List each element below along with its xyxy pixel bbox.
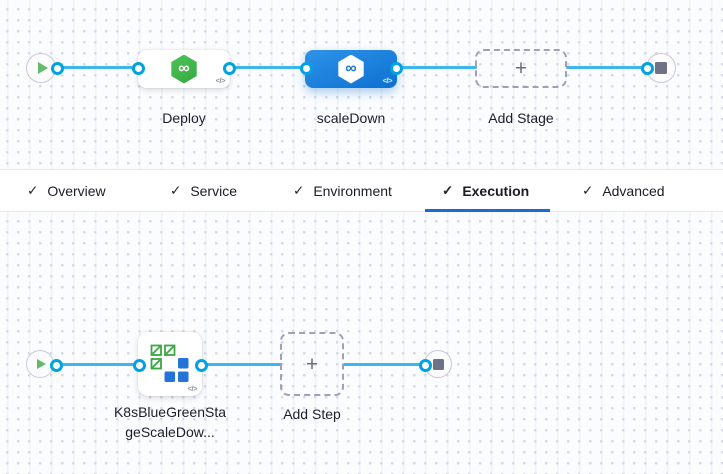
edge-connector: [55, 66, 139, 69]
connector-port: [300, 62, 313, 75]
check-icon: ✓: [293, 182, 305, 198]
connector-port: [51, 62, 64, 75]
add-stage-button[interactable]: +: [475, 49, 567, 88]
edge-connector: [54, 363, 140, 366]
check-icon: ✓: [27, 182, 39, 198]
harness-deploy-hexagon-icon: ∞: [171, 54, 197, 84]
stage-label-deploy: Deploy: [162, 110, 206, 126]
connector-port: [50, 359, 63, 372]
stage-node-deploy[interactable]: ∞ </>: [138, 50, 230, 88]
execution-start-node: [26, 350, 54, 378]
plus-icon: +: [514, 57, 528, 80]
edge-connector: [343, 363, 427, 366]
tab-overview[interactable]: ✓ Overview: [27, 182, 106, 199]
check-icon: ✓: [170, 182, 182, 198]
code-template-icon: </>: [187, 384, 198, 393]
step-node-k8s-scaledown[interactable]: </>: [138, 332, 202, 396]
execution-step-canvas[interactable]: </> + K8sBlueGreenStageScaleDow... Add S…: [0, 212, 723, 474]
plus-icon: +: [305, 352, 319, 376]
edge-connector: [566, 66, 648, 69]
stop-icon: [432, 358, 444, 370]
code-template-icon: </>: [215, 76, 226, 85]
code-template-icon: </>: [382, 76, 393, 85]
k8s-blue-green-scale-down-icon: [150, 344, 189, 382]
edge-connector: [202, 363, 282, 366]
check-icon: ✓: [582, 182, 594, 198]
play-icon: [37, 62, 48, 74]
stage-pipeline-canvas[interactable]: ∞ </> ∞ </> + Deploy scaleDown Add Stage: [0, 0, 723, 169]
connector-port: [195, 359, 208, 372]
active-tab-underline: [425, 209, 550, 212]
edge-connector: [396, 66, 477, 69]
connector-port: [419, 359, 432, 372]
connector-port: [133, 359, 146, 372]
add-stage-label: Add Stage: [488, 110, 554, 126]
connector-port: [132, 62, 145, 75]
step-label-k8s-scaledown: K8sBlueGreenStageScaleDow...: [113, 404, 227, 440]
play-icon: [37, 359, 46, 369]
stop-icon: [655, 62, 667, 74]
stage-node-scaledown[interactable]: ∞ </>: [305, 50, 397, 88]
stage-config-tabbar: ✓ Overview ✓ Service ✓ Environment ✓ Exe…: [0, 169, 723, 212]
stage-label-scaledown: scaleDown: [316, 110, 386, 126]
add-step-button[interactable]: +: [280, 332, 344, 396]
add-step-label: Add Step: [283, 406, 341, 422]
tab-environment[interactable]: ✓ Environment: [293, 182, 392, 199]
connector-port: [641, 62, 654, 75]
tab-service[interactable]: ✓ Service: [170, 182, 237, 199]
tab-advanced[interactable]: ✓ Advanced: [582, 182, 665, 199]
harness-deploy-hexagon-icon: ∞: [338, 54, 364, 84]
check-icon: ✓: [442, 182, 454, 198]
connector-port: [390, 62, 403, 75]
edge-connector: [228, 66, 307, 69]
connector-port: [223, 62, 236, 75]
tab-execution[interactable]: ✓ Execution: [442, 182, 530, 199]
